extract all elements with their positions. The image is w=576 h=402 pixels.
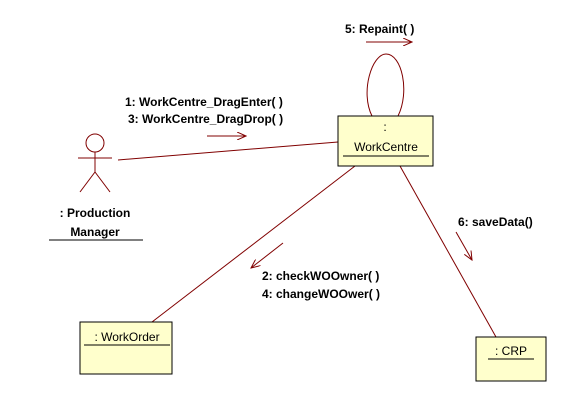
actor-head [85,133,105,153]
workcentre-label-prefix: : [383,120,386,134]
message-label-3: 3: WorkCentre_DragDrop( ) [128,112,283,126]
message-arrow-2-4 [251,242,284,268]
workcentre-label-name: WorkCentre [354,140,418,154]
actor-label-line1: : Production [60,206,131,220]
object-workorder[interactable]: : WorkOrder [79,321,173,375]
workorder-label: : WorkOrder [94,330,159,344]
object-workcentre[interactable]: : WorkCentre [337,115,434,167]
link-workcentre-workorder [151,165,356,323]
actor-right-leg [94,171,111,193]
message-arrow-6 [455,231,472,260]
workorder-box [79,321,173,375]
message-label-4: 4: changeWOOwer( ) [262,287,380,301]
message-label-1: 1: WorkCentre_DragEnter( ) [125,95,283,109]
workcentre-box [337,115,434,167]
link-workcentre-crp [399,165,497,338]
actor-left-leg [79,171,96,193]
message-label-2: 2: checkWOOwner( ) [262,269,379,283]
crp-label: : CRP [495,344,527,358]
self-link-workcentre [366,53,405,117]
message-label-6: 6: saveData() [458,215,533,229]
actor-label-line2: Manager [70,225,120,239]
actor-production-manager[interactable]: : Production Manager [49,133,143,241]
link-actor-workcentre [117,141,339,161]
message-label-5: 5: Repaint( ) [345,22,414,36]
object-crp[interactable]: : CRP [475,336,547,382]
